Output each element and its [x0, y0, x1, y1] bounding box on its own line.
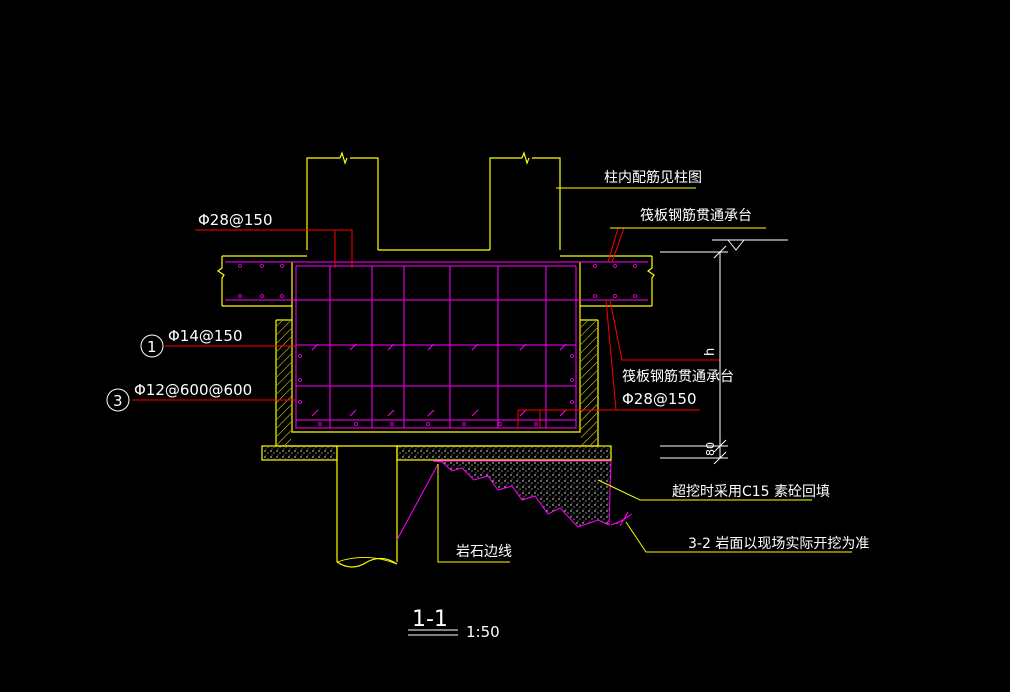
c15-backfill [432, 460, 612, 528]
blinding-right [398, 447, 610, 459]
concrete-outline [216, 151, 655, 568]
rock-note: 3-2 岩面以现场实际开挖为准 [688, 536, 869, 552]
raft-top-note: 筏板钢筋贯通承台 [640, 207, 752, 224]
dimension-line [660, 239, 788, 465]
dim-h-label: h [703, 348, 718, 356]
rebar-dots [238, 264, 637, 426]
marker-3-circle [106, 388, 130, 412]
blinding-left [263, 447, 336, 459]
column-rebar-note: 柱内配筋见柱图 [604, 169, 702, 186]
scale-label: 1:50 [466, 623, 500, 641]
bottom-bar-label: Φ28@150 [622, 390, 697, 408]
dim-80-label: 80 [704, 442, 717, 456]
rock-edge-label: 岩石边线 [456, 544, 512, 560]
marker-3-label: 3 [113, 392, 123, 410]
rock-edge [396, 463, 633, 541]
rebar-cage [225, 261, 648, 429]
marker-1-label: 1 [147, 338, 157, 356]
leader-lines [132, 227, 720, 428]
bar-3-label: Φ12@600@600 [134, 381, 252, 399]
raft-bottom-note: 筏板钢筋贯通承台 [622, 368, 734, 385]
note-leaders [437, 187, 852, 563]
top-bar-label: Φ28@150 [198, 211, 273, 229]
section-title: 1-1 [412, 607, 448, 632]
bar-1-label: Φ14@150 [168, 327, 243, 345]
marker-1-circle [140, 334, 164, 358]
left-side-hatch [277, 321, 291, 445]
right-side-hatch [581, 321, 597, 445]
overdig-note: 超挖时采用C15 素砼回填 [672, 484, 830, 500]
